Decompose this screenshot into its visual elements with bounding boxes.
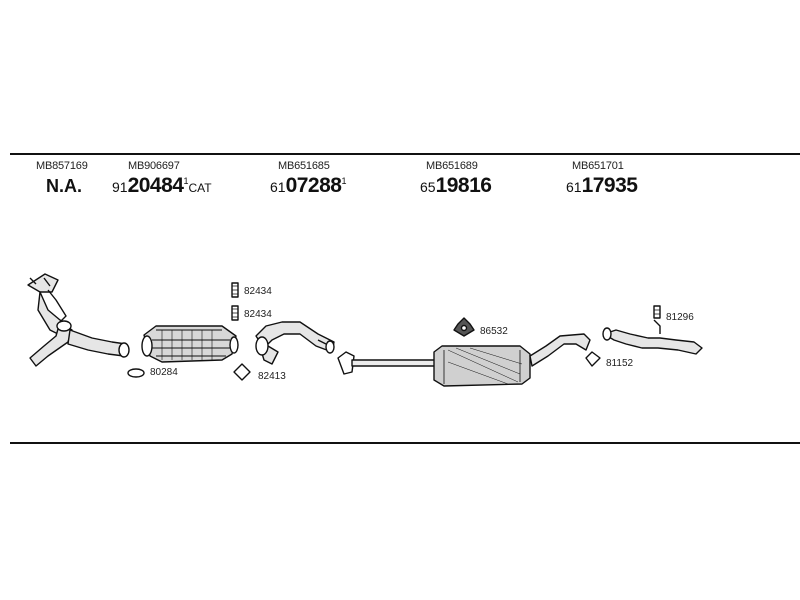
part-number-1: N.A. (46, 176, 82, 196)
spring-82434-top-drawing[interactable] (231, 282, 239, 298)
oe-number-2: MB906697 (128, 160, 180, 172)
rubber-hanger-86532-drawing[interactable] (453, 317, 475, 337)
oe-number-1: MB857169 (36, 160, 88, 172)
part-number-footnote: 1 (341, 176, 347, 186)
part-number-main: 19816 (435, 174, 492, 197)
part-number-footnote: 1 (183, 176, 189, 186)
part-label-81296: 81296 (666, 312, 694, 323)
tail-pipe-drawing[interactable] (602, 319, 703, 355)
part-number-prefix: 61 (566, 179, 582, 195)
gasket-82413-drawing[interactable] (233, 363, 251, 381)
gasket-80284-drawing[interactable] (127, 368, 145, 378)
part-label-81152: 81152 (606, 358, 634, 369)
part-number-4[interactable]: 6519816 (420, 174, 492, 198)
part-number-prefix: 61 (270, 179, 286, 195)
part-label-80284: 80284 (150, 367, 178, 378)
part-label-82413: 82413 (258, 371, 286, 382)
top-divider-line (10, 153, 800, 155)
front-y-pipe-drawing[interactable] (27, 273, 130, 367)
part-number-2[interactable]: 91204841CAT (112, 174, 212, 198)
part-number-3[interactable]: 61072881 (270, 174, 347, 198)
part-number-suffix: CAT (188, 181, 212, 195)
catalytic-converter-drawing[interactable] (141, 325, 239, 363)
oe-number-5: MB651701 (572, 160, 624, 172)
part-number-main: 07288 (285, 174, 342, 197)
spring-82434-bottom-drawing[interactable] (231, 305, 239, 321)
front-pipe-drawing[interactable] (255, 321, 335, 365)
oe-number-4: MB651689 (426, 160, 478, 172)
gasket-81152-drawing[interactable] (585, 351, 601, 367)
oe-number-3: MB651685 (278, 160, 330, 172)
bottom-divider-line (10, 442, 800, 444)
intermediate-pipe-drawing[interactable] (337, 351, 437, 375)
part-number-prefix: 91 (112, 179, 128, 195)
part-number-5[interactable]: 6117935 (566, 174, 638, 198)
part-label-86532: 86532 (480, 326, 508, 337)
part-label-82434-top: 82434 (244, 286, 272, 297)
part-number-prefix: 65 (420, 179, 436, 195)
part-label-82434-bottom: 82434 (244, 309, 272, 320)
rear-silencer-drawing[interactable] (433, 333, 591, 387)
part-number-main: 17935 (581, 174, 638, 197)
bracket-81296-drawing[interactable] (653, 305, 661, 319)
part-number-main: 20484 (127, 174, 184, 197)
